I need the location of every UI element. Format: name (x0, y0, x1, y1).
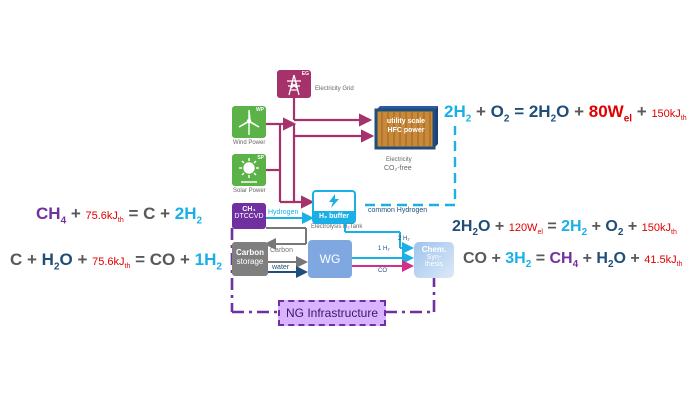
eq3-h2o: = 2H2O (509, 102, 570, 125)
dashed-hydrogen-to-hfc (365, 126, 457, 207)
h2-buffer-label: H₂ buffer (314, 211, 354, 222)
eq5-ch4: CH4 (549, 250, 579, 271)
carbon-flow-label: Carbon (270, 247, 293, 254)
chem-line2: Syn- (426, 254, 442, 261)
solar-tile: SP (232, 154, 266, 186)
pylon-icon (287, 74, 301, 96)
sun-icon (239, 158, 259, 183)
ng-infrastructure-box: NG Infrastructure (278, 300, 386, 326)
eq4-h2: 2H2 (561, 218, 588, 239)
flow-co-label: CO (378, 268, 387, 274)
equation-methanation: CO + 3H2 = CH4 + H2O + 41.5kJth (463, 250, 683, 271)
hfc-label-line2: HFC power (387, 127, 425, 134)
eq1-energy: 75.6kJth (85, 210, 124, 225)
wg-block: WG (308, 240, 352, 278)
eq3-h2: 2H2 (444, 102, 472, 125)
wg-label: WG (319, 252, 341, 266)
chem-line3: thesis (424, 261, 444, 268)
ng-infrastructure-label: NG Infrastructure (285, 306, 379, 320)
flow-2h2-label: 2 H₂ (398, 236, 410, 242)
carbon-storage-block: Carbon storage (232, 242, 268, 276)
grid-tile: EG (277, 70, 311, 98)
ch4-block-line2: DTCCVD (234, 213, 264, 220)
equation-water-gas: C + H2O + 75.6kJth = CO + 1H2 (10, 250, 222, 273)
eq1-h2: 2H2 (174, 204, 203, 227)
eq2-h2o: H2O (41, 250, 73, 273)
ch4-dtccvd-block: CH₄ DTCCVD (232, 203, 266, 229)
wind-turbine-icon (238, 109, 260, 135)
eq3-o2: O2 (490, 102, 510, 125)
lightning-icon (329, 194, 339, 208)
solar-label: Solar Power (233, 188, 266, 194)
water-flow-label: water (272, 264, 290, 271)
carbon-block-line2: storage (236, 257, 264, 266)
hfc-container: utility scale HFC power (370, 104, 440, 154)
eq4-h2o: 2H2O (452, 218, 491, 239)
flow-1h2-label: 1 H₂ (378, 246, 390, 252)
wind-badge: WP (255, 107, 264, 113)
solar-badge: SP (257, 155, 264, 161)
carbon-block-line1: Carbon (236, 248, 264, 257)
power-bus (266, 96, 375, 209)
eq5-h2: 3H2 (505, 250, 532, 271)
eq4-power: 120Wel (508, 222, 543, 237)
equation-electrolysis: 2H2O + 120Wel = 2H2 + O2 + 150kJth (452, 218, 677, 239)
ch4-block-line1: CH₄ (242, 206, 256, 213)
eq5-energy: 41.5kJth (644, 254, 683, 269)
eq4-energy: 150kJth (641, 222, 677, 237)
wind-label: Wind Power (233, 140, 266, 146)
eq3-energy: 150kJth (651, 108, 687, 123)
grid-badge: EG (301, 71, 309, 77)
wind-tile: WP (232, 106, 266, 138)
equation-ch4-pyrolysis: CH4 + 75.6kJth = C + 2H2 (36, 204, 203, 227)
h2-buffer-caption: Electrolysis H₂Tank (311, 224, 363, 230)
eq2-energy: 75.6kJth (92, 256, 131, 271)
chem-line1: Chem. (421, 245, 447, 254)
eq3-power: 80Wel (588, 102, 633, 125)
eq1-ch4: CH4 (36, 204, 67, 227)
eq5-h2o: H2O (596, 250, 626, 271)
grid-label: Electricity Grid (315, 86, 354, 92)
container-graphic (374, 106, 438, 150)
hfc-caption-1: Electricity (386, 157, 412, 163)
hydrogen-label: Hydrogen (268, 209, 299, 216)
common-hydrogen-label: common Hydrogen (368, 207, 428, 214)
chem-synthesis-block: Chem. Syn- thesis (414, 242, 454, 278)
eq4-o2: O2 (605, 218, 624, 239)
equation-fuel-cell: 2H2 + O2 = 2H2O + 80Wel + 150kJth (444, 102, 687, 125)
eq2-h2: 1H2 (194, 250, 222, 273)
h2-buffer-block: H₂ buffer (312, 190, 356, 224)
hfc-label-line1: utility scale (386, 118, 426, 125)
hfc-caption-2: CO₂-free (384, 165, 412, 172)
